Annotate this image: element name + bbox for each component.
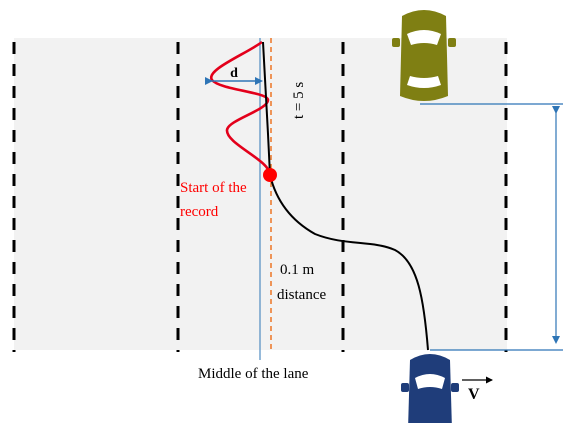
start-label-line2: record	[180, 204, 219, 220]
start-label-line1: Start of the	[180, 180, 247, 196]
oscillation-curve	[210, 40, 272, 176]
middle-of-lane-label: Middle of the lane	[198, 366, 309, 382]
car-top-view-icon	[392, 10, 456, 101]
distance-label-line1: 0.1 m	[280, 262, 315, 278]
lane-markings	[12, 42, 508, 352]
vehicle-trajectory	[262, 41, 429, 351]
velocity-label: V	[468, 386, 480, 403]
start-point	[263, 168, 277, 182]
time-label: t = 5 s	[291, 82, 307, 119]
car-top-view-icon	[401, 354, 459, 423]
distance-label-line2: distance	[277, 287, 326, 303]
d-label: d	[230, 66, 238, 81]
